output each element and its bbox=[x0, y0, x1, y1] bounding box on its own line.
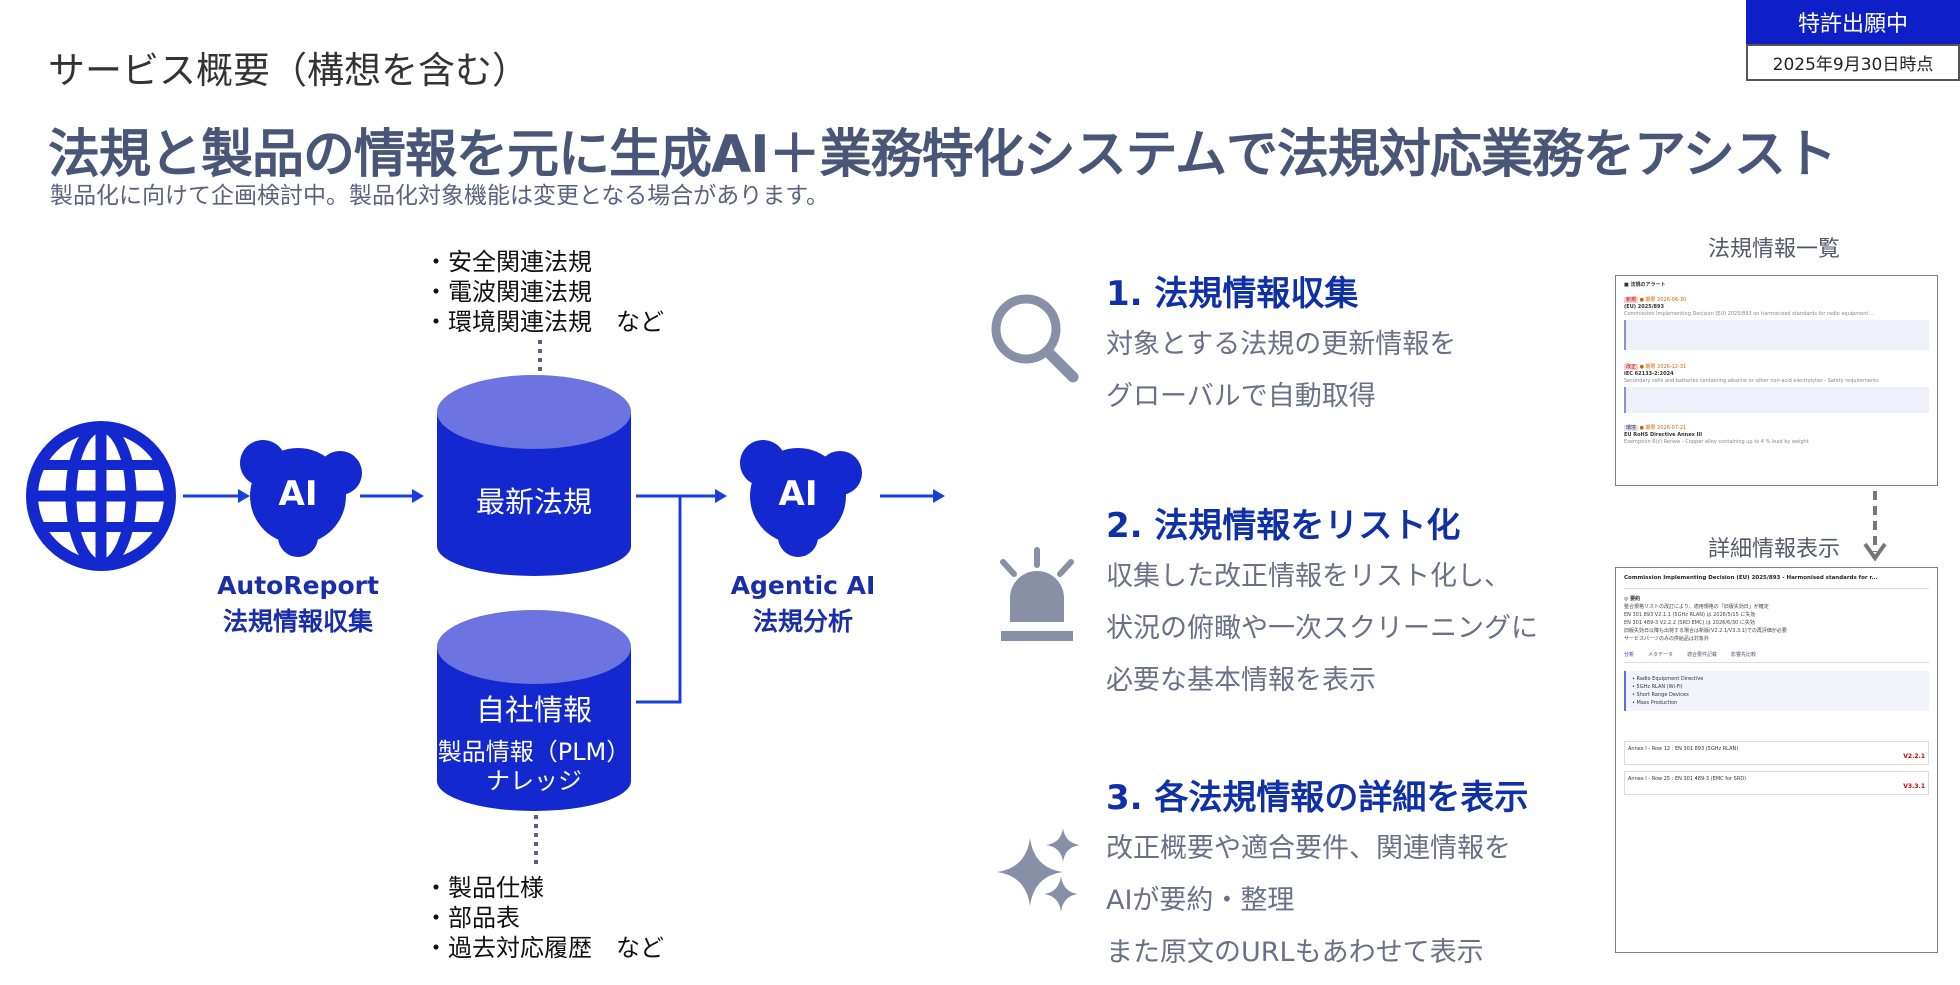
version-row: Annex I - Row 25 : EN 301 489-3 (EMC for… bbox=[1624, 771, 1929, 795]
db-latest-title: 最新法規 bbox=[475, 485, 592, 519]
version-name: Annex I - Row 12 : EN 301 893 (5GHz RLAN… bbox=[1628, 746, 1739, 752]
feature-title: 1. 法規情報収集 bbox=[1106, 274, 1359, 314]
arrow-company-to-agentic bbox=[636, 496, 682, 704]
patent-pending-badge: 特許出願中 bbox=[1746, 0, 1960, 44]
globe-icon bbox=[26, 421, 176, 571]
feature-line: 必要な基本情報を表示 bbox=[1106, 665, 1376, 696]
category-item: Short Range Devices bbox=[1636, 692, 1689, 698]
ai-badge-text: AI bbox=[278, 474, 318, 514]
list-screen-thumbnail: ■ 法規のアラート 新規 ● 期限 2026-06-30 (EU) 2025/8… bbox=[1615, 275, 1938, 486]
alert-light-icon bbox=[1000, 547, 1074, 641]
tab-impact[interactable]: 影響先比較 bbox=[1731, 652, 1757, 658]
as-of-date: 2025年9月30日時点 bbox=[1746, 44, 1960, 81]
feature-title: 2. 法規情報をリスト化 bbox=[1106, 506, 1461, 546]
tab-metadata[interactable]: メタデータ bbox=[1648, 652, 1674, 658]
tab-analysis[interactable]: 分析 bbox=[1624, 652, 1635, 658]
version-name: Annex I - Row 25 : EN 301 489-3 (EMC for… bbox=[1628, 776, 1747, 782]
feature-1: 1. 法規情報収集 対象とする法規の更新情報を グローバルで自動取得 bbox=[1106, 266, 1456, 423]
version-new: V2.2.1 bbox=[1903, 753, 1925, 760]
feature-line: 対象とする法規の更新情報を bbox=[1106, 329, 1457, 360]
feature-2: 2. 法規情報をリスト化 収集した改正情報をリスト化し、 状況の俯瞰や一次スクリ… bbox=[1106, 498, 1538, 707]
feature-line: 収集した改正情報をリスト化し、 bbox=[1106, 561, 1511, 592]
version-new: V3.3.1 bbox=[1903, 783, 1925, 790]
list-entry-title: (EU) 2025/893 bbox=[1624, 304, 1664, 310]
ai-agentic-icon bbox=[740, 440, 862, 557]
detail-tabs: 分析 メタデータ 適合要件記載 影響先比較 bbox=[1624, 651, 1929, 663]
category-item: 5GHz RLAN (Wi-Fi) bbox=[1636, 684, 1683, 690]
node-agentic-label: Agentic AI 法規分析 bbox=[683, 568, 923, 640]
ai-badge-text: AI bbox=[778, 474, 818, 514]
list-screen-caption: 法規情報一覧 bbox=[1707, 237, 1840, 262]
db-company-title: 自社情報 bbox=[475, 693, 592, 727]
node-agentic-role: 法規分析 bbox=[752, 607, 853, 636]
summary-line: 整合規格リストの改訂により、適用規格の「旧版失効日」が確定 bbox=[1624, 604, 1769, 610]
sparkle-icon bbox=[997, 828, 1080, 912]
feature-line: グローバルで自動取得 bbox=[1106, 381, 1376, 412]
list-entry: 改正 ● 期限 2026-12-31 IEC 62133-2:2024 Seco… bbox=[1624, 364, 1929, 413]
summary-line: サービスパーツのみの供給品は対象外 bbox=[1624, 636, 1709, 642]
summary-line: EN 301 893 V2.1.1 (5GHz RLAN) は 2026/5/1… bbox=[1624, 612, 1756, 618]
node-agentic-name: Agentic AI bbox=[730, 571, 876, 600]
node-autoreport-label: AutoReport 法規情報収集 bbox=[178, 568, 418, 640]
section-title: サービス概要（構想を含む） bbox=[48, 49, 529, 92]
summary-line: 旧版失効日以降も出荷する場合は新版(V2.2.1/V3.3.1)での再評価が必要 bbox=[1624, 628, 1787, 634]
db-company-sub1: 製品情報（PLM） bbox=[437, 738, 631, 766]
detail-screen-thumbnail: Commission Implementing Decision (EU) 20… bbox=[1615, 567, 1938, 953]
list-entry: 環境 ● 期限 2026-07-21 EU RoHS Directive Ann… bbox=[1624, 425, 1929, 446]
version-row: Annex I - Row 12 : EN 301 893 (5GHz RLAN… bbox=[1624, 741, 1929, 765]
feature-line: AIが要約・整理 bbox=[1106, 885, 1295, 916]
detail-title: Commission Implementing Decision (EU) 20… bbox=[1624, 575, 1878, 581]
regulation-type-list: ・安全関連法規 ・電波関連法規 ・環境関連法規 など bbox=[424, 248, 664, 336]
search-icon bbox=[991, 294, 1079, 383]
detail-summary: 整合規格リストの改訂により、適用規格の「旧版失効日」が確定 EN 301 893… bbox=[1624, 603, 1929, 643]
page-headline: 法規と製品の情報を元に生成AI＋業務特化システムで法規対応業務をアシスト bbox=[48, 125, 1837, 185]
feature-line: 状況の俯瞰や一次スクリーニングに bbox=[1106, 613, 1538, 644]
node-autoreport-name: AutoReport bbox=[217, 571, 379, 600]
detail-categories: • Radio Equipment Directive • 5GHz RLAN … bbox=[1624, 671, 1929, 711]
list-entry-title: IEC 62133-2:2024 bbox=[1624, 371, 1674, 377]
feature-description: 収集した改正情報をリスト化し、 状況の俯瞰や一次スクリーニングに 必要な基本情報… bbox=[1106, 551, 1538, 707]
feature-line: また原文のURLもあわせて表示 bbox=[1106, 937, 1484, 968]
feature-3: 3. 各法規情報の詳細を表示 改正概要や適合要件、関連情報を AIが要約・整理 … bbox=[1106, 770, 1528, 979]
list-entry-title: EU RoHS Directive Annex III bbox=[1624, 432, 1703, 438]
db-company-sub2: ナレッジ bbox=[486, 767, 582, 795]
tab-requirements[interactable]: 適合要件記載 bbox=[1687, 652, 1718, 658]
feature-description: 対象とする法規の更新情報を グローバルで自動取得 bbox=[1106, 319, 1456, 423]
feature-description: 改正概要や適合要件、関連情報を AIが要約・整理 また原文のURLもあわせて表示 bbox=[1106, 823, 1528, 979]
category-item: Mass Production bbox=[1636, 700, 1678, 706]
page-subline: 製品化に向けて企画検討中。製品化対象機能は変更となる場合があります。 bbox=[50, 183, 830, 209]
list-entry: 新規 ● 期限 2026-06-30 (EU) 2025/893 Commiss… bbox=[1624, 297, 1929, 350]
summary-line: EN 301 489-3 V2.2.2 (SRD EMC) は 2026/6/3… bbox=[1624, 620, 1755, 626]
category-item: Radio Equipment Directive bbox=[1636, 676, 1704, 682]
ai-autoreport-icon bbox=[240, 440, 362, 557]
feature-line: 改正概要や適合要件、関連情報を bbox=[1106, 833, 1511, 864]
db-latest-cylinder bbox=[437, 375, 631, 576]
detail-screen-caption: 詳細情報表示 bbox=[1707, 537, 1840, 562]
db-company-cylinder bbox=[437, 610, 631, 811]
company-data-list: ・製品仕様 ・部品表 ・過去対応履歴 など bbox=[424, 874, 664, 962]
node-autoreport-role: 法規情報収集 bbox=[222, 607, 373, 636]
feature-title: 3. 各法規情報の詳細を表示 bbox=[1106, 778, 1529, 818]
